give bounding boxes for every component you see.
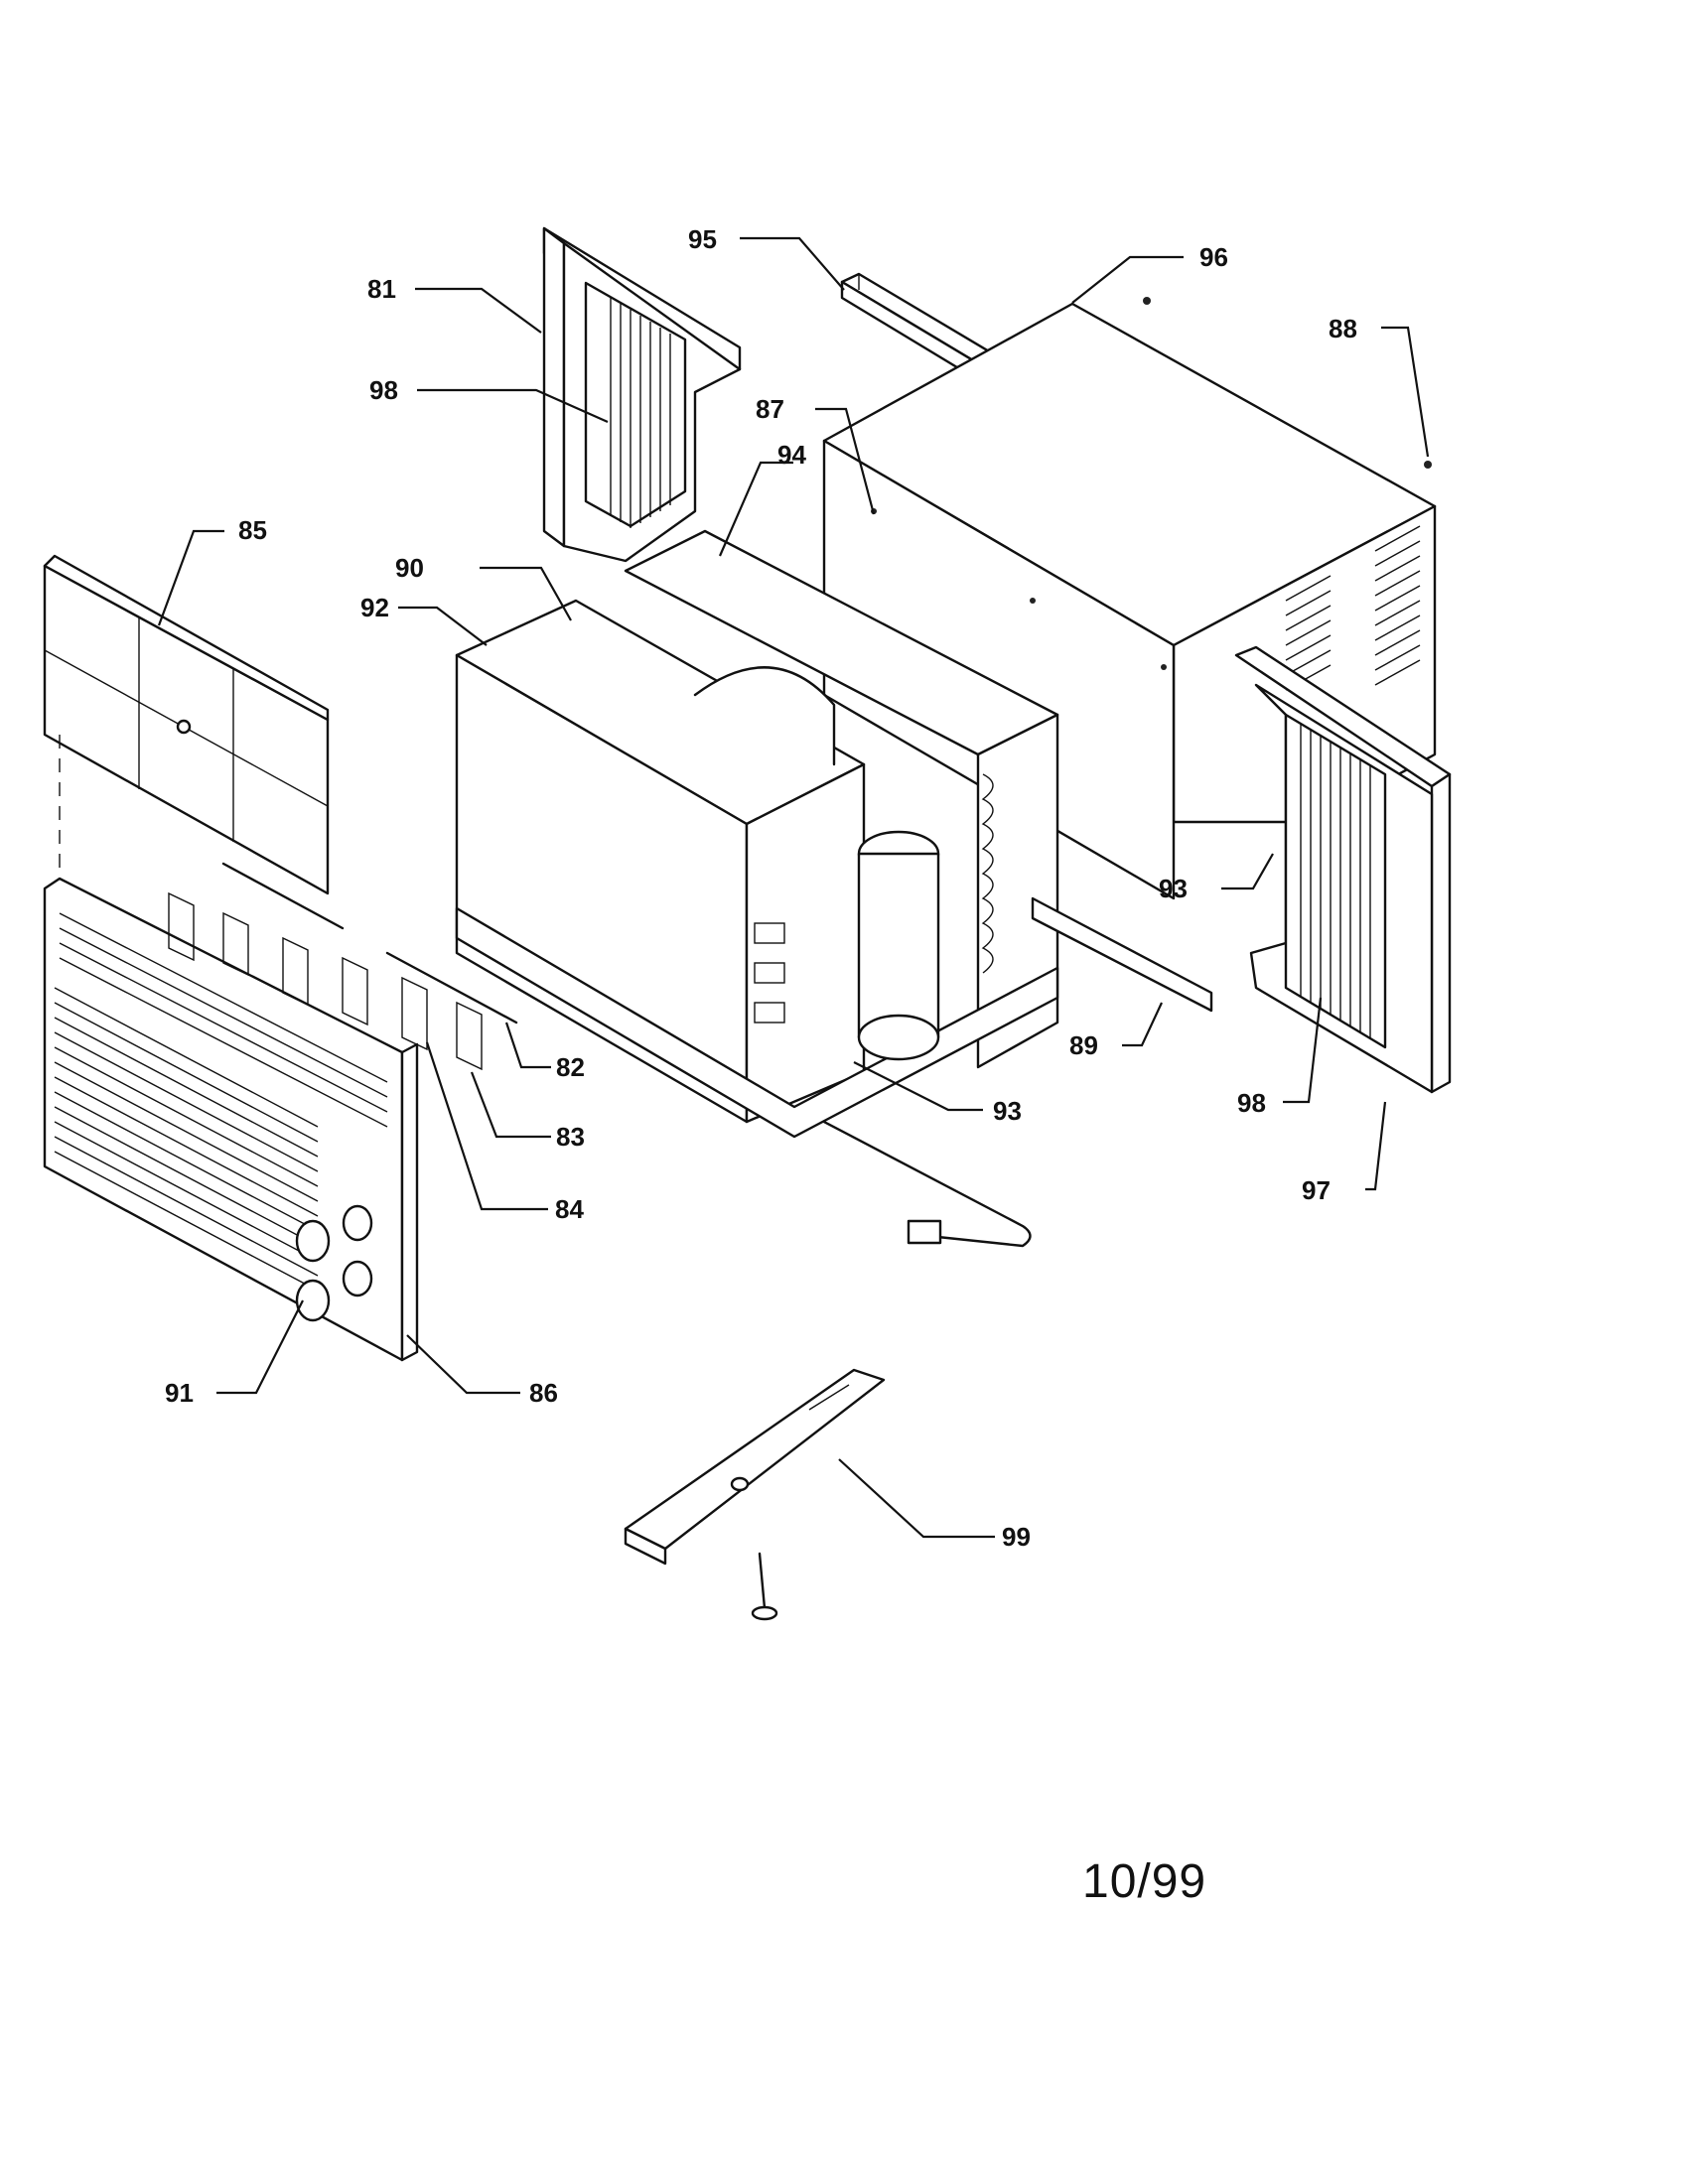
label-95: 95 [688,224,717,254]
knob-upper-left [295,1219,331,1263]
right-side-curtain-part-97 [1234,645,1452,1094]
grille-louvers [54,987,319,1292]
clips-and-rods [168,862,518,1071]
air-filter-part-85 [43,554,330,895]
label-94: 94 [777,440,806,470]
label-81: 81 [367,274,396,304]
support-bracket-part-99 [624,1368,886,1621]
label-92: 92 [360,593,389,622]
left-side-curtain-part-81 [542,226,742,563]
label-86: 86 [529,1378,558,1408]
knob-lower-left [295,1279,331,1322]
label-87: 87 [756,394,784,424]
chassis-assembly [455,529,1059,1248]
label-82: 82 [556,1052,585,1082]
label-90: 90 [395,553,424,583]
side-rail-part-89 [1031,896,1213,1013]
label-88: 88 [1329,314,1357,343]
label-98-right: 98 [1237,1088,1266,1118]
revision-date-code: 10/99 [1082,1855,1207,1908]
label-83: 83 [556,1122,585,1152]
front-grille-part-86 [43,877,419,1362]
label-89: 89 [1069,1030,1098,1060]
label-85: 85 [238,515,267,545]
label-93-right: 93 [1159,874,1188,903]
cabinet-louvers [1285,525,1421,691]
label-97: 97 [1302,1175,1331,1205]
label-98-top: 98 [369,375,398,405]
part-number-labels: 81 95 96 88 98 87 94 85 90 92 93 89 82 8… [165,224,1357,1552]
label-84: 84 [555,1194,584,1224]
callout-lines [157,236,1430,1539]
label-93-mid: 93 [993,1096,1022,1126]
label-96: 96 [1199,242,1228,272]
label-99: 99 [1002,1522,1031,1552]
label-91: 91 [165,1378,194,1408]
